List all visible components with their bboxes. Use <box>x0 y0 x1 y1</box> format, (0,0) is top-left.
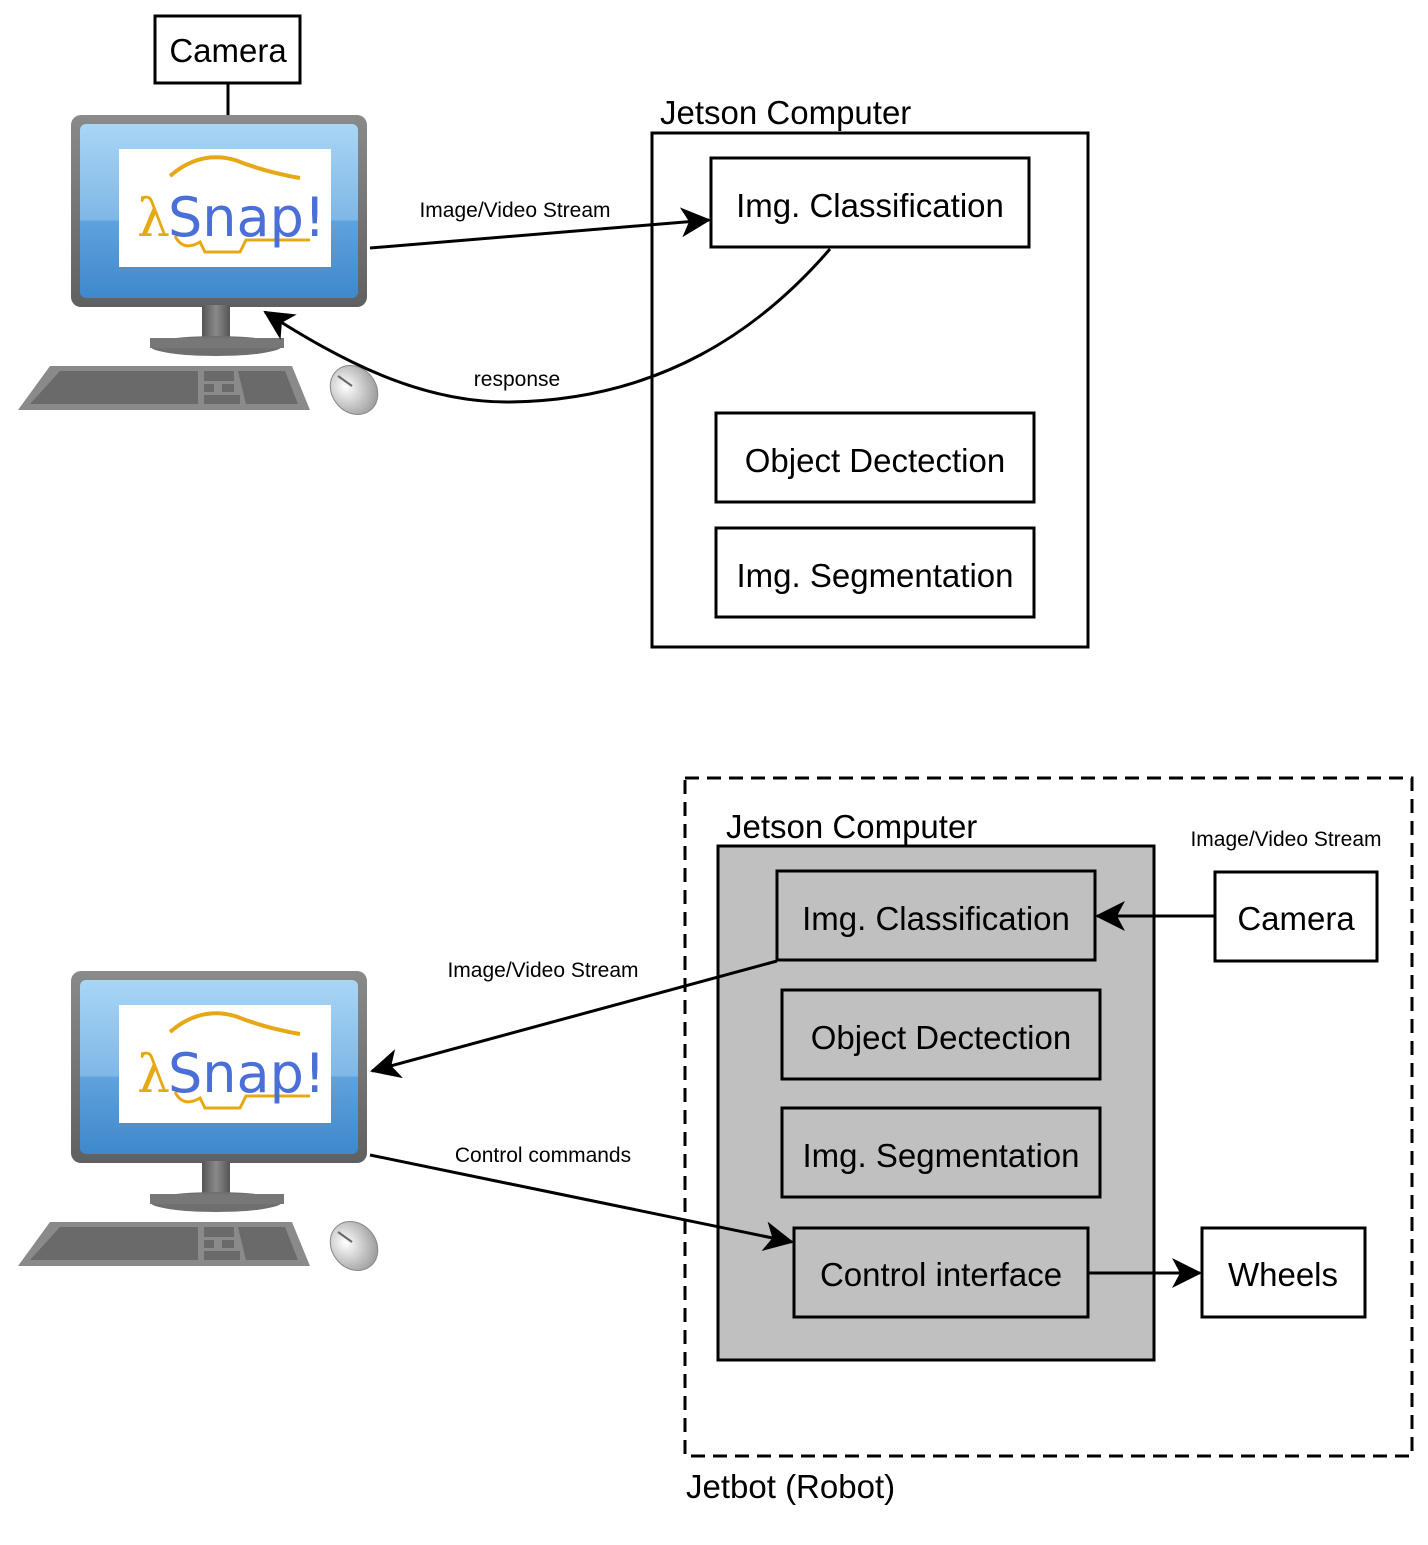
bottom-camera-stream-label: Image/Video Stream <box>1190 828 1381 851</box>
bottom-control-edge <box>369 1153 794 1252</box>
robot-container <box>683 776 1414 1458</box>
svg-text:Wheels: Wheels <box>1228 1256 1338 1293</box>
top-module-segmentation[interactable]: Img. Segmentation <box>714 526 1036 619</box>
svg-text:Camera: Camera <box>1237 900 1355 937</box>
top-diagram: Camera λ Snap! Jetson Computer Img. Clas… <box>17 14 1090 649</box>
bottom-stream-edge <box>370 959 778 1079</box>
bottom-stream-edge-label: Image/Video Stream <box>447 959 638 982</box>
svg-text:Img. Classification: Img. Classification <box>802 900 1070 937</box>
snap-logo-text: Snap! <box>168 1042 326 1105</box>
bottom-control-edge-label: Control commands <box>455 1144 631 1167</box>
svg-text:Object Dectection: Object Dectection <box>811 1019 1071 1056</box>
top-module-detection[interactable]: Object Dectection <box>714 411 1036 504</box>
bottom-module-control-interface[interactable]: Control interface <box>792 1226 1090 1319</box>
bottom-computer-icon: λ Snap! <box>17 970 389 1282</box>
top-stream-edge-label: Image/Video Stream <box>419 199 610 222</box>
bottom-module-classification[interactable]: Img. Classification <box>775 869 1097 962</box>
top-module-classification[interactable]: Img. Classification <box>709 156 1031 249</box>
lambda-icon: λ <box>137 1045 170 1105</box>
top-response-edge-label: response <box>474 368 560 391</box>
svg-text:Control interface: Control interface <box>820 1256 1062 1293</box>
top-jetson-title: Jetson Computer <box>660 94 911 131</box>
top-stream-edge <box>369 207 711 250</box>
svg-text:Img. Segmentation: Img. Segmentation <box>737 557 1014 594</box>
snap-logo-arc-icon <box>168 155 301 180</box>
bottom-module-segmentation[interactable]: Img. Segmentation <box>780 1106 1102 1199</box>
bottom-jetson-title: Jetson Computer <box>726 808 977 845</box>
top-computer-icon: λ Snap! <box>17 114 389 426</box>
robot-title: Jetbot (Robot) <box>686 1468 895 1505</box>
svg-text:Img. Segmentation: Img. Segmentation <box>803 1137 1080 1174</box>
bottom-diagram: Jetbot (Robot) Jetson Computer Img. Clas… <box>17 776 1414 1505</box>
snap-logo-text: Snap! <box>168 186 326 249</box>
bottom-wheels-node[interactable]: Wheels <box>1200 1226 1367 1319</box>
top-response-edge <box>263 248 832 404</box>
lambda-icon: λ <box>137 189 170 249</box>
snap-logo-arc-icon <box>168 1011 301 1036</box>
svg-text:Object Dectection: Object Dectection <box>745 442 1005 479</box>
svg-text:Img. Classification: Img. Classification <box>736 187 1004 224</box>
bottom-camera-node[interactable]: Camera <box>1213 870 1379 963</box>
top-camera-label: Camera <box>169 32 287 69</box>
bottom-module-detection[interactable]: Object Dectection <box>780 988 1102 1081</box>
top-camera-node[interactable]: Camera <box>153 14 302 85</box>
